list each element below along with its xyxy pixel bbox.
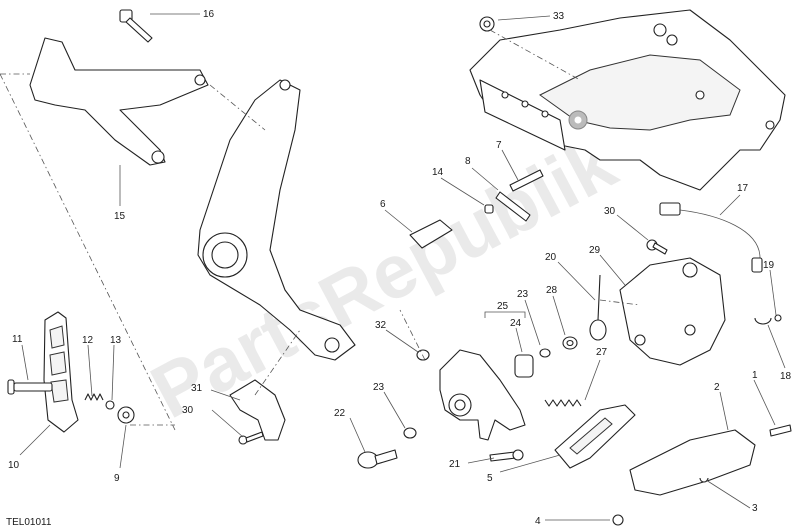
- pin-1-part: [769, 424, 792, 437]
- callout-2: 2: [714, 382, 720, 393]
- callout-29: 30: [604, 206, 616, 217]
- brake-lever-part: [439, 349, 526, 441]
- bolt-8-part: [495, 191, 531, 222]
- callout-20: 20: [545, 252, 557, 263]
- callout-10: 10: [8, 460, 20, 471]
- callout-15: 15: [114, 211, 126, 222]
- callout-27: 28: [546, 285, 558, 296]
- callout-33: 33: [553, 11, 565, 22]
- washer-27-part: [562, 336, 578, 350]
- footpeg-6-part: [409, 219, 453, 249]
- master-cylinder-part: [619, 257, 726, 366]
- callout-26: 27: [596, 347, 608, 358]
- callout-6: 6: [380, 199, 386, 210]
- callout-21: 21: [449, 459, 461, 470]
- callout-9: 9: [114, 473, 120, 484]
- callout-12: 12: [82, 335, 94, 346]
- rider-footpeg-right-part: [554, 404, 636, 469]
- callout-7: 7: [496, 140, 502, 151]
- bolt-21-part: [489, 449, 524, 462]
- callout-31: 31: [191, 383, 203, 394]
- bolt-22-part: [357, 449, 398, 469]
- pin-14-part: [484, 204, 494, 214]
- bolt-33-part: [479, 16, 495, 32]
- heel-guard-2-part: [629, 429, 756, 496]
- callout-5: 5: [487, 473, 493, 484]
- screw-4-part: [612, 514, 624, 526]
- callout-8: 8: [465, 156, 471, 167]
- assembly-lines: [0, 29, 641, 431]
- screw-30-part: [238, 431, 264, 445]
- washer-23-lower-part: [403, 427, 417, 439]
- clip-18-part: [754, 317, 772, 325]
- callout-23-lower: 23: [373, 382, 385, 393]
- callout-30: 30: [182, 405, 194, 416]
- ball-13-part: [105, 400, 115, 410]
- callout-18: 18: [780, 371, 792, 382]
- passenger-bracket-part: [29, 37, 209, 166]
- spring-12-part: [84, 393, 104, 401]
- bush-24-part: [514, 354, 534, 378]
- callout-19: 19: [763, 260, 775, 271]
- drawing-code: TEL01011: [6, 517, 52, 528]
- callout-3: 3: [752, 503, 758, 514]
- callout-23-upper: 23: [517, 289, 529, 300]
- callout-24: 24: [510, 318, 522, 329]
- rider-footpeg-part: [43, 311, 79, 433]
- washer-23-upper-part: [539, 348, 551, 358]
- washer-9-part: [117, 406, 135, 424]
- clip-3-part: [699, 477, 709, 483]
- bolt-16-part: [119, 9, 153, 43]
- callout-4: 4: [535, 516, 541, 527]
- bolt-7-part: [509, 169, 544, 192]
- nut-32-part: [416, 349, 430, 361]
- callout-labels: 16 33 15 17 30 6 14 8 7 20 29 23 28 25 2…: [8, 9, 792, 527]
- callout-1: 1: [752, 370, 758, 381]
- callout-17: 17: [737, 183, 749, 194]
- callout-14: 14: [432, 167, 444, 178]
- spring-20-part: [589, 274, 607, 341]
- pin-11-part: [7, 379, 53, 395]
- screw-19-part: [774, 314, 782, 322]
- callout-22: 22: [334, 408, 346, 419]
- callout-25: 25: [497, 301, 509, 312]
- rear-set-plate-part: [197, 79, 356, 361]
- frame-part: [469, 9, 786, 191]
- spring-26-part: [544, 399, 582, 407]
- bolt-29-part: [646, 239, 668, 255]
- callout-28: 29: [589, 245, 601, 256]
- callout-32: 32: [375, 320, 387, 331]
- leader-lines: [19, 13, 786, 521]
- callout-13: 13: [110, 335, 122, 346]
- gear-logo-icon: [568, 110, 588, 130]
- heel-guard-31-part: [229, 379, 286, 441]
- callout-11: 11: [12, 334, 23, 345]
- callout-16: 16: [203, 9, 215, 20]
- brake-switch-part: [659, 202, 763, 273]
